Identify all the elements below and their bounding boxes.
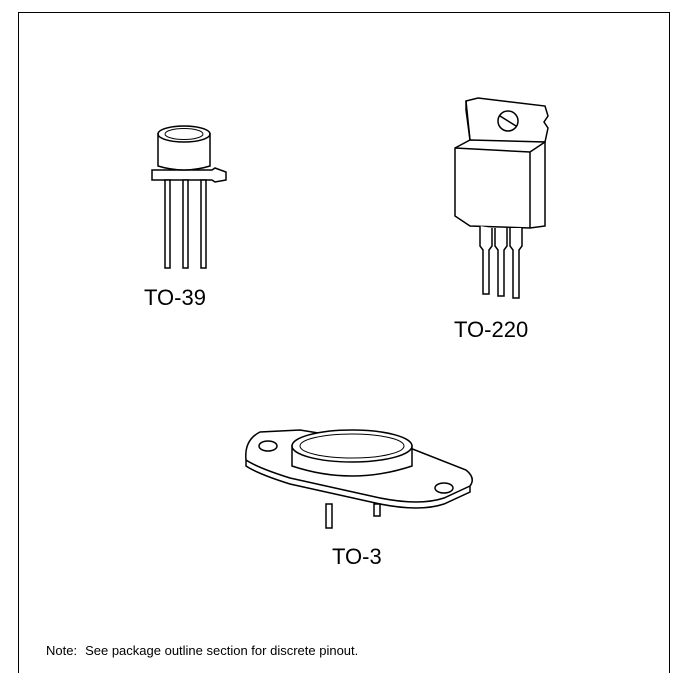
to3-package-drawing xyxy=(245,429,473,529)
to39-package-drawing xyxy=(151,125,227,269)
to220-label: TO-220 xyxy=(454,317,529,342)
to3-label: TO-3 xyxy=(332,544,382,569)
to220-package-drawing xyxy=(454,97,549,299)
figure-frame xyxy=(18,12,670,673)
footnote: Note: See package outline section for dis… xyxy=(46,643,358,659)
note-text: See package outline section for discrete… xyxy=(85,643,359,658)
to39-label: TO-39 xyxy=(144,285,206,310)
note-prefix: Note: xyxy=(46,643,78,658)
